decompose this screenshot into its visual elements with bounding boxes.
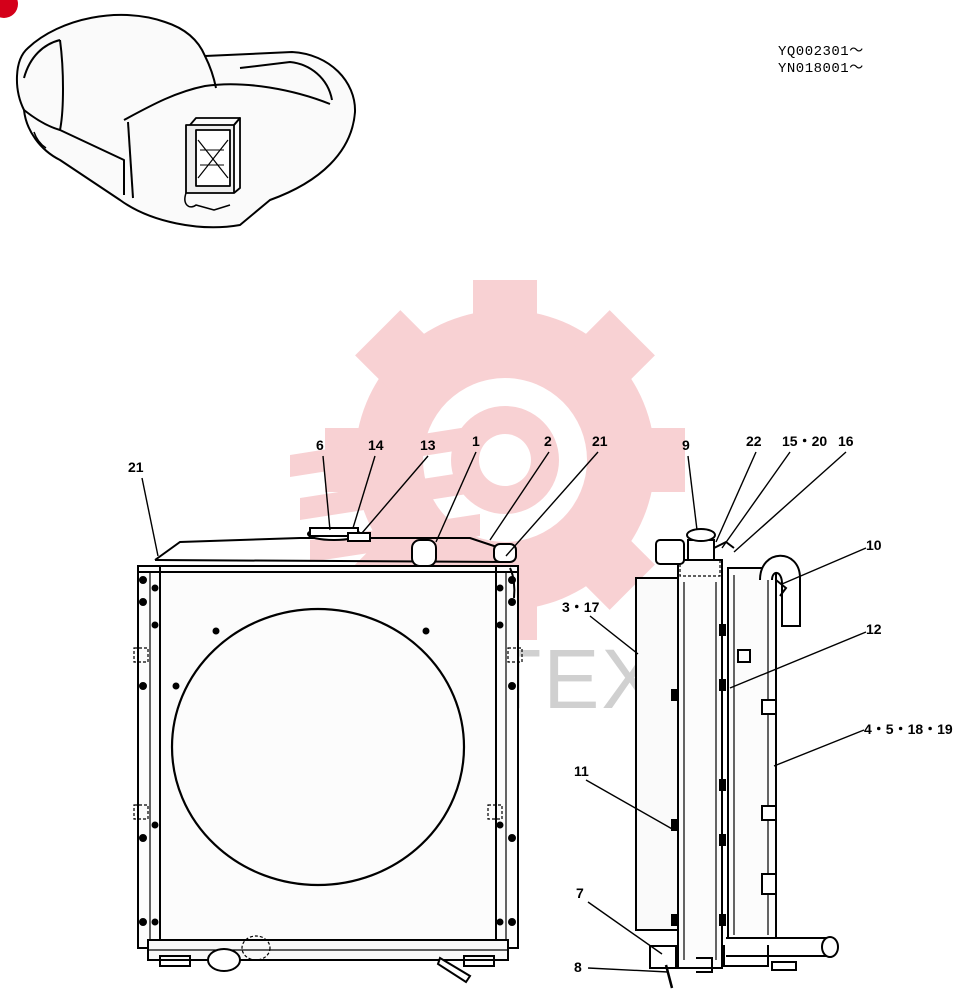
callout-3-17: 3・17: [562, 599, 600, 615]
callout-9: 9: [682, 437, 690, 453]
radiator-side-view: [635, 528, 839, 989]
callout-10: 10: [866, 537, 882, 553]
watermark-gear-icon: [290, 280, 685, 640]
callout-16: 16: [838, 433, 854, 449]
callout-15-20: 15・20: [782, 433, 827, 449]
machine-overview-illustration: [15, 13, 357, 229]
callout-4-5-18-19: 4・5・18・19: [864, 721, 953, 737]
callout-13: 13: [420, 437, 436, 453]
callout-21-right: 21: [592, 433, 608, 449]
callout-7: 7: [576, 885, 584, 901]
radiator-front-view: [133, 527, 523, 984]
callout-8: 8: [574, 959, 582, 975]
corner-badge: [0, 0, 18, 18]
callout-21: 21: [128, 459, 144, 475]
callout-14: 14: [368, 437, 384, 453]
serial-number-2: YN018001～: [778, 61, 864, 77]
callout-12: 12: [866, 621, 882, 637]
callout-6: 6: [316, 437, 324, 453]
callout-22: 22: [746, 433, 762, 449]
serial-number-1: YQ002301～: [778, 44, 864, 60]
callout-labels: 21 6 14 13 1 2 21 9 22 15・20 16 10 3・17 …: [128, 433, 953, 975]
callout-2: 2: [544, 433, 552, 449]
callout-leaders: [141, 451, 867, 973]
callout-11: 11: [574, 763, 589, 779]
callout-1: 1: [472, 433, 480, 449]
